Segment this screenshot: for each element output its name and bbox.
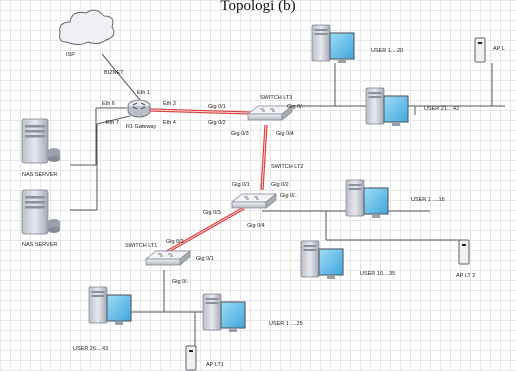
user-1-25-pc-icon[interactable] bbox=[202, 293, 246, 333]
lt3-port-gig0x: Gig 0/.. bbox=[287, 104, 305, 110]
user-1-20-label: USER 1....20 bbox=[371, 48, 403, 54]
lt1-port-gig0x: Gig 0/.. bbox=[172, 279, 190, 285]
diagram-title: Topologi (b) bbox=[220, 0, 296, 14]
lt2-port-gig0x: Gig 0/.. bbox=[280, 193, 298, 199]
lt2-port-gig01: Gig 0/1 bbox=[232, 182, 250, 188]
lt1-port-gig01: Gig 0/1 bbox=[196, 256, 214, 262]
lt2-port-gig02: Gig 0/2 bbox=[271, 182, 289, 188]
port-eth1: Eth 1 bbox=[137, 90, 150, 96]
ap-lt1-icon[interactable] bbox=[185, 345, 197, 371]
nas-server-1-icon[interactable] bbox=[21, 118, 61, 164]
ap-lt1-label: AP LT1 bbox=[206, 362, 224, 368]
switch-lt3-icon[interactable] bbox=[247, 105, 293, 121]
lt1-port-gig02: Gig 0/2 bbox=[166, 239, 184, 245]
isp-label: ISP bbox=[66, 52, 75, 58]
nas-server-2-icon[interactable] bbox=[21, 189, 61, 235]
user-21-42-pc-icon[interactable] bbox=[365, 87, 409, 127]
lt3-port-gig04: Gig 0/4 bbox=[276, 131, 294, 137]
port-eth4: Eth 4 bbox=[163, 120, 176, 126]
port-eth6: Eth 6 bbox=[102, 101, 115, 107]
lt3-port-gig01: Gig 0/1 bbox=[208, 104, 226, 110]
switch-lt2-label: SWITCH LT2 bbox=[271, 164, 303, 170]
nas-server-1-label: NAS SERVER bbox=[22, 172, 57, 178]
port-eth7: Eth 7 bbox=[106, 120, 119, 126]
router-label: R1 Gateway bbox=[126, 124, 157, 130]
ap-lt2-label: AP LT 2 bbox=[456, 273, 475, 279]
ap-lt2-icon[interactable] bbox=[458, 239, 470, 265]
switch-lt1-icon[interactable] bbox=[145, 250, 191, 266]
port-eth3: Eth 3 bbox=[163, 101, 176, 107]
user-10-35-label: USER 10....35 bbox=[360, 271, 395, 277]
biznet-link-label: BIZNET bbox=[104, 70, 124, 76]
lt3-port-gig02: Gig 0/2 bbox=[208, 120, 226, 126]
lt2-port-gig03: Gig 0/3 bbox=[203, 210, 221, 216]
user-1-15-label: USER 1 ....15 bbox=[411, 197, 445, 203]
ap-l-icon[interactable] bbox=[474, 37, 486, 63]
user-26-43-pc-icon[interactable] bbox=[88, 286, 132, 326]
switch-lt2-icon[interactable] bbox=[231, 193, 277, 209]
trunk-links bbox=[149, 108, 268, 255]
user-26-43-label: USER 26....43 bbox=[73, 346, 108, 352]
switch-lt1-label: SWITCH LT1 bbox=[125, 243, 157, 249]
user-1-25-label: USER 1 ....25 bbox=[269, 321, 303, 327]
user-1-15-pc-icon[interactable] bbox=[345, 179, 389, 219]
router-icon[interactable] bbox=[127, 99, 151, 118]
user-10-35-pc-icon[interactable] bbox=[300, 240, 344, 280]
lt2-port-gig04: Gig 0/4 bbox=[247, 223, 265, 229]
user-1-20-pc-icon[interactable] bbox=[311, 24, 355, 64]
user-21-42-label: USER 21....42 bbox=[424, 106, 459, 112]
switch-lt3-label: SWITCH LT3 bbox=[260, 95, 292, 101]
isp-cloud-icon bbox=[59, 9, 115, 45]
nas-server-2-label: NAS SERVER bbox=[22, 242, 57, 248]
ap-l-label: AP L bbox=[493, 46, 505, 52]
lt3-port-gig03: Gig 0/3 bbox=[231, 131, 249, 137]
